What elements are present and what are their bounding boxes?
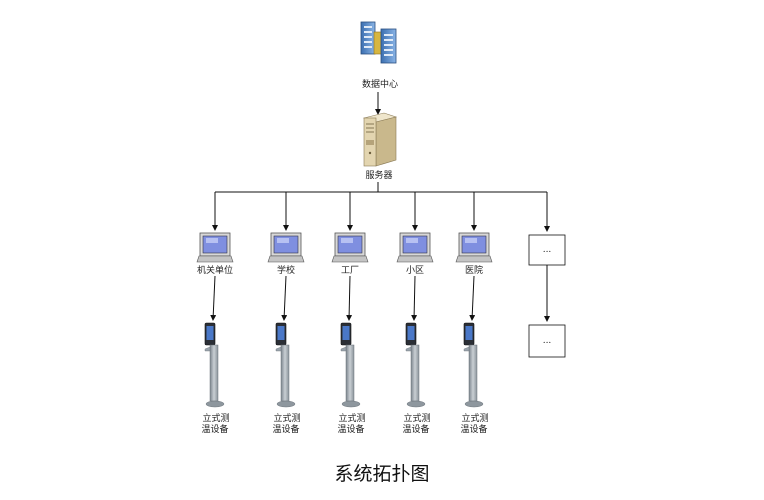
computer-icon [331,232,369,263]
placeholder-node-bottom [528,324,566,358]
device-label-line1: 立式测 [273,412,300,424]
data-center-label: 数据中心 [362,78,398,90]
placeholder-bottom-label: ... [543,336,552,346]
placeholder-node-top [528,234,566,266]
edge-computer-device [281,275,288,321]
edge-computer-device [469,275,476,321]
device-label-line2: 温设备 [272,423,299,435]
temperature-terminal-icon [204,322,225,408]
computer-icon [196,232,234,263]
device-label-line1: 立式测 [202,412,229,424]
placeholder-top-label: ... [543,245,552,255]
temperature-terminal-icon [463,322,484,408]
computer-icon [455,232,493,263]
temperature-terminal-icon [275,322,296,408]
temperature-terminal-icon [340,322,361,408]
server-icon [362,112,398,167]
device-label-line1: 立式测 [403,412,430,424]
device-label-line2: 温设备 [337,423,364,435]
server-label: 服务器 [365,169,392,181]
branch-label: 小区 [406,265,424,276]
branch-label: 学校 [277,264,295,276]
device-label-line2: 温设备 [201,423,228,435]
edge-computer-device [346,275,353,321]
device-label-line2: 温设备 [402,423,429,435]
diagram-title: 系统拓扑图 [334,463,429,485]
branch-label: 医院 [465,264,483,276]
temperature-terminal-icon [405,322,426,408]
edge-computer-device [411,275,418,321]
branch-label: 工厂 [341,265,359,276]
branch-label: 机关单位 [197,264,233,276]
edge-computer-device [210,275,217,321]
device-label-line2: 温设备 [460,423,487,435]
device-label-line1: 立式测 [338,412,365,424]
data-center-icon [360,21,397,64]
computer-icon [396,232,434,263]
computer-icon [267,232,305,263]
device-label-line1: 立式测 [461,412,488,424]
